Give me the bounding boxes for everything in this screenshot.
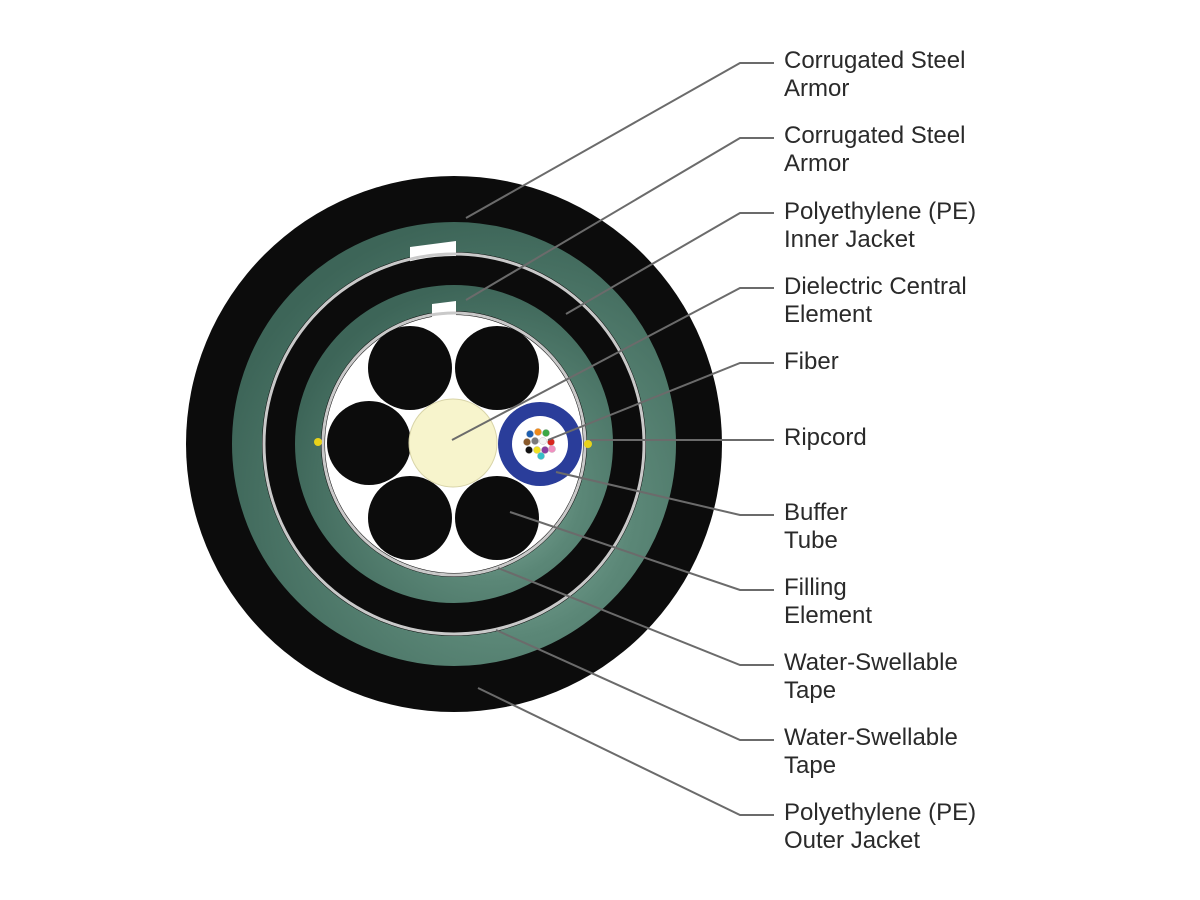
label-corrugated-steel-armor-inner: Corrugated Steel Armor: [784, 122, 965, 178]
label-line: Armor: [784, 75, 850, 102]
label-line: Armor: [784, 150, 850, 177]
fiber-bundle: [523, 428, 556, 460]
leader-line-central-element: [451, 287, 774, 441]
filling-element: [368, 476, 452, 560]
optical-fiber: [526, 430, 534, 438]
filling-element: [455, 326, 539, 410]
filling-element: [455, 476, 539, 560]
label-line: Fiber: [784, 348, 839, 375]
label-line: Element: [784, 602, 873, 629]
label-line: Dielectric Central: [784, 273, 967, 300]
label-line: Inner Jacket: [784, 226, 915, 253]
leader-line-inner-jacket: [565, 212, 774, 315]
leader-line-outer-jacket: [477, 687, 774, 816]
label-ripcord: Ripcord: [784, 424, 867, 452]
dielectric-central-element: [408, 398, 498, 488]
label-line: Corrugated Steel: [784, 122, 966, 149]
optical-fiber: [542, 429, 550, 437]
label-water-swellable-tape-outer: Water-Swellable Tape: [784, 724, 958, 780]
label-line: Corrugated Steel: [784, 47, 966, 74]
label-filling-element: Filling Element: [784, 574, 872, 630]
label-dielectric-central-element: Dielectric Central Element: [784, 273, 967, 329]
optical-fiber: [534, 428, 542, 436]
label-water-swellable-tape-inner: Water-Swellable Tape: [784, 649, 958, 705]
label-line: Polyethylene (PE): [784, 198, 977, 225]
label-corrugated-steel-armor-outer: Corrugated Steel Armor: [784, 47, 965, 103]
optical-fiber: [548, 445, 556, 453]
optical-fiber: [533, 446, 541, 454]
leader-line-inner-armor: [465, 137, 774, 301]
leader-line-inner-tape: [497, 567, 774, 666]
label-line: Polyethylene (PE): [784, 799, 977, 826]
optical-fiber: [537, 452, 545, 460]
leader-line-buffer-tube: [555, 471, 774, 516]
optical-fiber: [531, 437, 539, 445]
filling-element: [368, 326, 452, 410]
label-pe-inner-jacket: Polyethylene (PE) Inner Jacket: [784, 198, 976, 254]
outer-water-swellable-tape: [262, 252, 646, 636]
optical-fiber: [539, 437, 547, 445]
leader-line-outer-armor: [465, 62, 774, 219]
label-buffer-tube: Buffer Tube: [784, 499, 848, 555]
label-line: Filling: [784, 574, 847, 601]
label-line: Tube: [784, 527, 838, 554]
inner-armor-ring: [295, 285, 613, 603]
leader-line-outer-tape: [495, 629, 774, 741]
label-line: Water-Swellable: [784, 724, 958, 751]
filling-element: [327, 401, 411, 485]
label-line: Tape: [784, 677, 837, 704]
ripcord: [314, 438, 322, 446]
label-line: Water-Swellable: [784, 649, 958, 676]
label-line: Element: [784, 301, 873, 328]
label-line: Buffer: [784, 499, 848, 526]
label-fiber: Fiber: [784, 348, 839, 376]
label-line: Tape: [784, 752, 837, 779]
optical-fiber: [525, 446, 533, 454]
buffer-tube-inner: [512, 416, 568, 472]
label-pe-outer-jacket: Polyethylene (PE) Outer Jacket: [784, 799, 976, 855]
outer-armor-ring: [232, 222, 676, 666]
leader-line-filling-element: [509, 511, 774, 591]
label-line: Outer Jacket: [784, 827, 921, 854]
label-line: Ripcord: [784, 424, 867, 451]
ripcord: [584, 440, 592, 448]
leader-line-fiber: [547, 362, 774, 441]
optical-fiber: [523, 438, 531, 446]
